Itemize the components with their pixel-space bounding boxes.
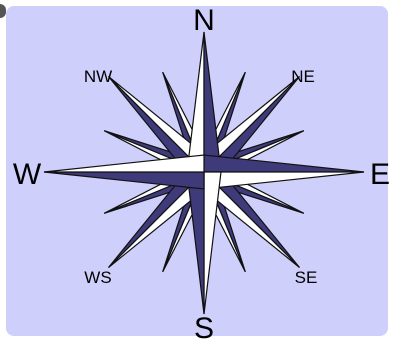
north-point-half-b — [204, 32, 221, 172]
south-point-half-a — [204, 172, 221, 314]
label-south: S — [194, 312, 214, 342]
east-point-half-a — [204, 155, 364, 172]
east-point-half-b — [204, 172, 364, 189]
south-point-half-b — [187, 172, 204, 314]
label-southwest: WS — [84, 268, 111, 287]
north-point-half-a — [187, 32, 204, 172]
label-east: E — [370, 158, 390, 191]
label-northwest: NW — [84, 67, 112, 86]
west-point-half-a — [44, 172, 204, 189]
label-north: N — [193, 4, 215, 37]
label-southeast: SE — [295, 268, 318, 287]
label-northeast: NE — [291, 67, 315, 86]
west-point-half-b — [44, 155, 204, 172]
label-west: W — [13, 158, 42, 191]
